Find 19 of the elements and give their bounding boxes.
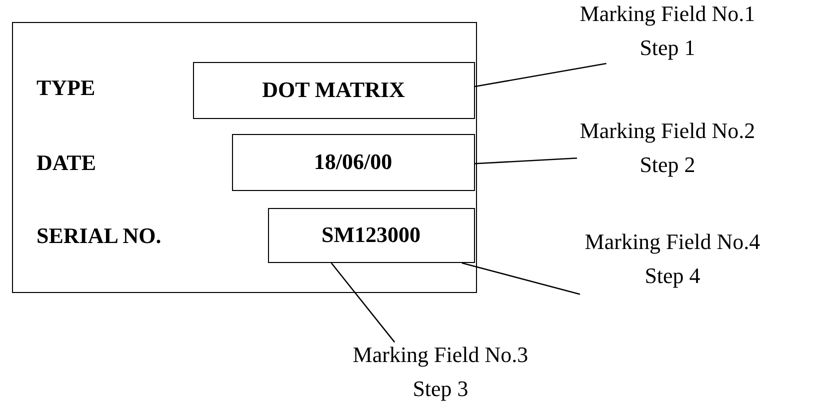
callout-text: Marking Field No.1 <box>580 0 756 28</box>
label-frame <box>12 22 477 293</box>
callout-text: Marking Field No.3 <box>352 341 528 369</box>
field-label: DATE <box>36 150 96 176</box>
callout-text: Step 1 <box>640 34 696 62</box>
callout-text: Step 4 <box>644 262 700 290</box>
marking-field-box: DOT MATRIX <box>192 62 474 118</box>
callout-text: Step 3 <box>412 375 468 403</box>
field-label: TYPE <box>36 74 96 100</box>
leader-line <box>462 262 580 295</box>
callout-text: Marking Field No.2 <box>580 117 756 145</box>
field-label: SERIAL NO. <box>36 222 162 248</box>
marking-field-box: 18/06/00 <box>232 134 474 190</box>
callout-text: Step 2 <box>640 151 696 179</box>
leader-line <box>474 62 606 88</box>
leader-line <box>474 157 578 164</box>
marking-field-box: SM123000 <box>268 208 474 262</box>
leader-line <box>330 262 396 343</box>
callout-text: Marking Field No.4 <box>584 228 760 256</box>
